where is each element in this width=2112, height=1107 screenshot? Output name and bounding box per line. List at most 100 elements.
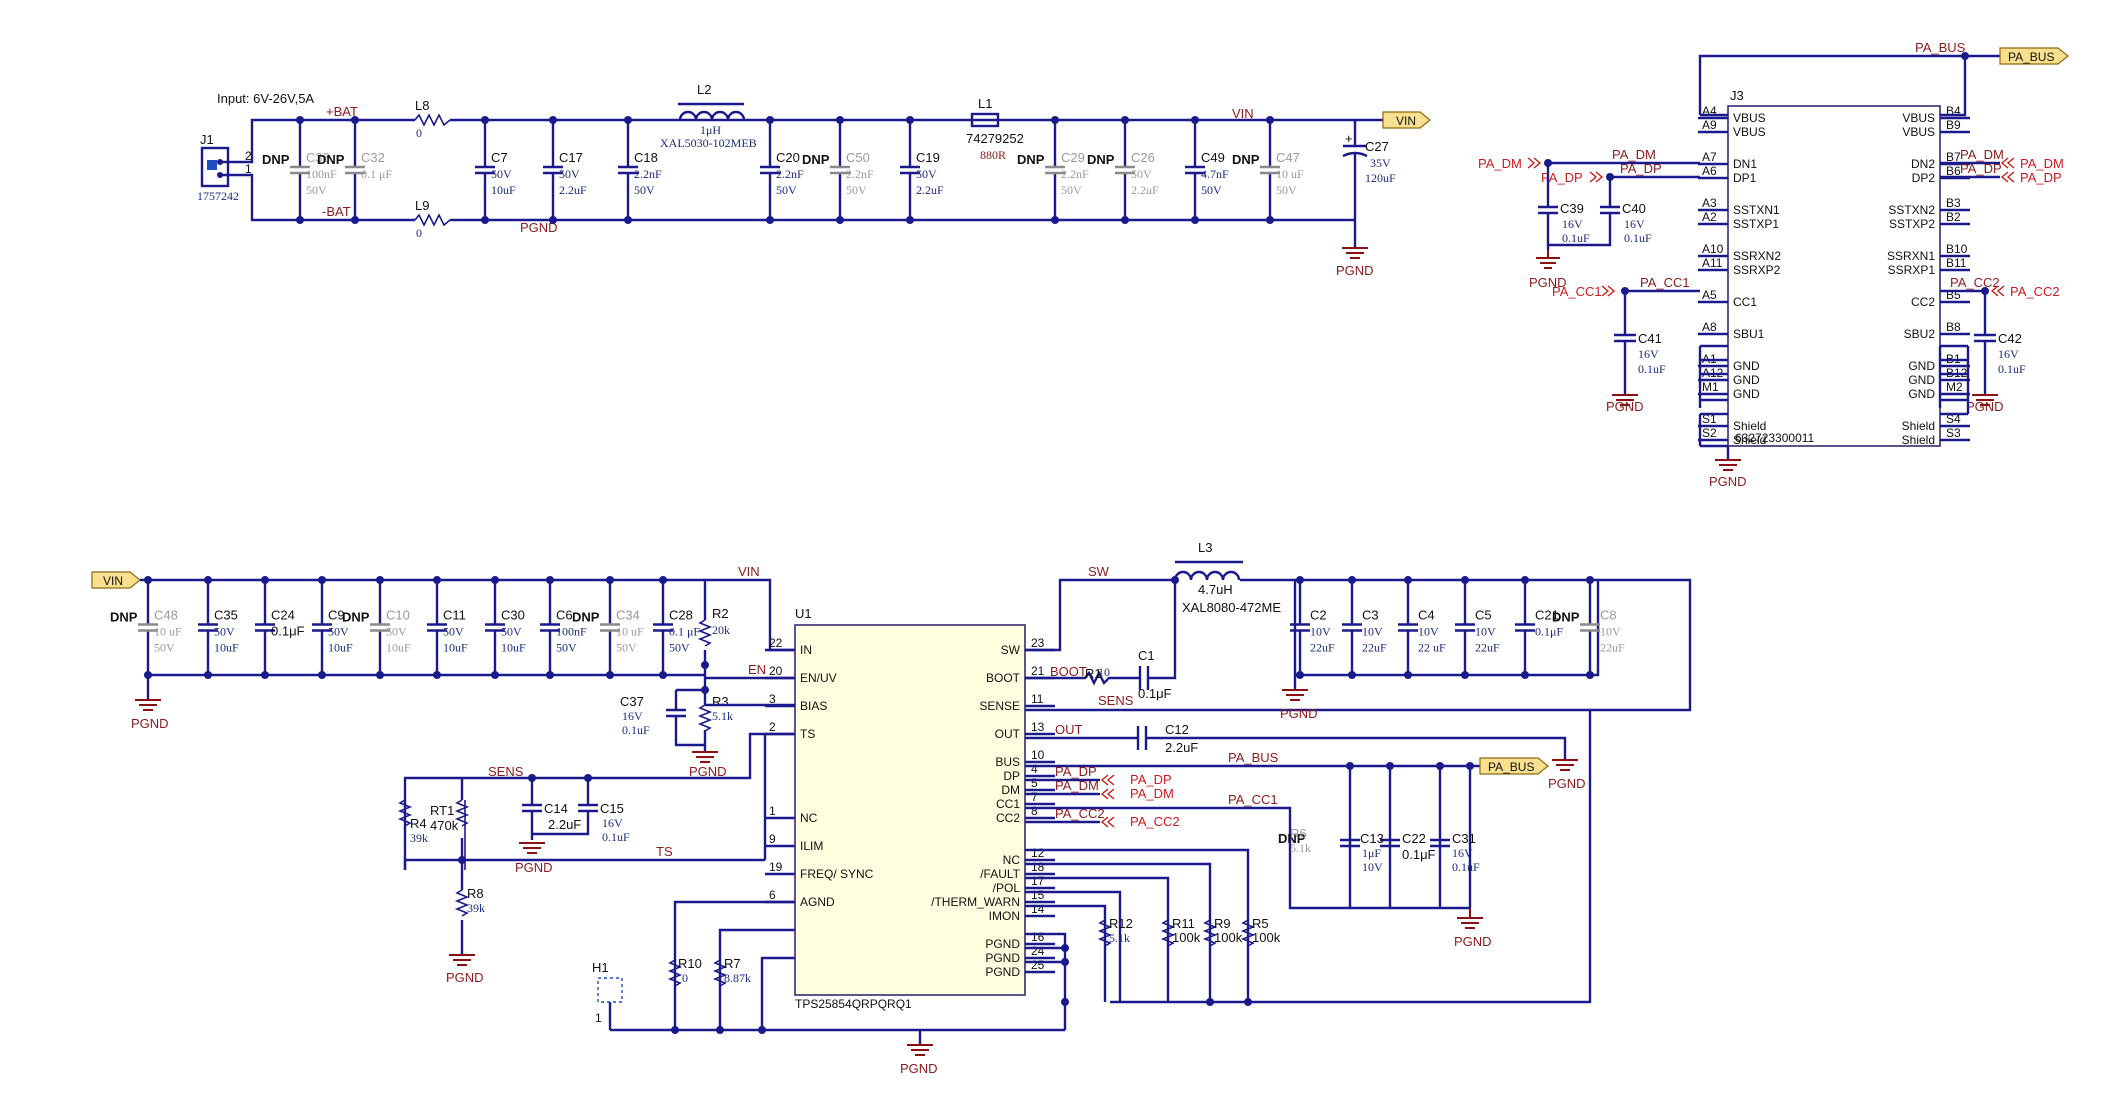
net-label-bat-pos: +BAT (326, 104, 358, 119)
pgnd-label-c41: PGND (1606, 399, 1644, 414)
bus-dot-3 (1436, 762, 1444, 770)
c29-val1: 2.2nF (1061, 167, 1089, 181)
r3-ref: R3 (712, 694, 729, 709)
pgnd-symbol-j3 (1715, 459, 1741, 471)
pin-number: 3 (769, 692, 776, 706)
c32-top-dot (351, 116, 359, 124)
pin-name: TS (800, 727, 815, 741)
output-cap-rails (1293, 580, 1600, 690)
pin-name: GND (1908, 387, 1935, 401)
c19-plates (900, 165, 920, 175)
c34-val1: 10 uF (616, 625, 644, 639)
pa-bus-top-wire (1698, 54, 2000, 117)
agnd-dot-1 (671, 1026, 679, 1034)
c29-bottom-dot (1051, 216, 1059, 224)
c38-bottom-dot (296, 216, 304, 224)
pin-name: GND (1733, 359, 1760, 373)
pgnd-label-en: PGND (689, 764, 727, 779)
c6-top-dot (546, 576, 554, 584)
r5-symbol (1240, 919, 1256, 947)
c32-plates (345, 165, 365, 175)
c41-ref: C41 (1638, 331, 1662, 346)
c34-ref: C34 (616, 608, 640, 623)
l2-inductor-symbol (678, 110, 746, 121)
pin-number: A8 (1702, 320, 1717, 334)
out-label: OUT (1055, 722, 1083, 737)
r5-ref: R5 (1252, 916, 1269, 931)
c21-val1: 0.1μF (1535, 625, 1563, 639)
c9-bottom-dot (318, 671, 326, 679)
pin-number: 19 (769, 860, 783, 874)
c10-top-dot (376, 576, 384, 584)
pin-name: DP2 (1912, 171, 1936, 185)
r5-val: 100k (1252, 930, 1281, 945)
pin-number: 15 (1031, 888, 1045, 902)
c38-ref: C38 (306, 150, 330, 165)
c35-val2: 10uF (214, 641, 239, 655)
pin-name: FREQ/ SYNC (800, 867, 874, 881)
c6-ref: C6 (556, 608, 573, 623)
pin-number: 9 (769, 832, 776, 846)
c26-plates (1115, 165, 1135, 175)
c21-bottom-dot (1521, 671, 1529, 679)
c7-top-dot (481, 116, 489, 124)
c4-val1: 10V (1418, 625, 1439, 639)
c30-top-dot (491, 576, 499, 584)
pa-cc2-port-right: PA_CC2 (2010, 284, 2060, 299)
r2-symbol (697, 619, 713, 647)
c5-bottom-dot (1461, 671, 1469, 679)
pin-number: A3 (1702, 196, 1717, 210)
pin-number: 6 (769, 888, 776, 902)
j3-connector-body (1727, 105, 1941, 447)
c6-val2: 50V (556, 641, 577, 655)
c37-val1: 16V (622, 709, 643, 723)
c5-plates (1455, 623, 1475, 632)
c11-bottom-dot (433, 671, 441, 679)
input-note: Input: 6V-26V,5A (217, 91, 314, 106)
pgnd-label-input-caps: PGND (131, 716, 169, 731)
c17-top-dot (549, 116, 557, 124)
pa-cc1-port-arrow (1601, 285, 1616, 297)
c26-ref: C26 (1131, 150, 1155, 165)
j1-connector-body (200, 146, 230, 188)
l9-val: 0 (416, 226, 422, 240)
vin-flag-left-text: VIN (103, 574, 123, 588)
j3-ref: J3 (1730, 88, 1744, 103)
c47-dnp: DNP (1232, 152, 1260, 167)
rt1-val: 470k (430, 818, 459, 833)
c32-dnp: DNP (317, 152, 345, 167)
j1-wires (220, 118, 300, 222)
c6-val1: 100nF (556, 625, 587, 639)
c20-bottom-dot (766, 216, 774, 224)
c20-val1: 2.2nF (776, 167, 804, 181)
r12-symbol (1097, 919, 1113, 947)
pin-name: GND (1733, 373, 1760, 387)
pin-number: 7 (1031, 790, 1038, 804)
pin-number: A5 (1702, 288, 1717, 302)
c13-ref: C13 (1360, 831, 1384, 846)
c18-val1: 2.2nF (634, 167, 662, 181)
c6-plates (540, 623, 560, 632)
sens-label-left: SENS (488, 764, 524, 779)
c49-bottom-dot (1191, 216, 1199, 224)
pin-number: M1 (1702, 380, 1719, 394)
c19-ref: C19 (916, 150, 940, 165)
c39-val1: 16V (1562, 217, 1583, 231)
net-label-bat-neg: -BAT (322, 204, 351, 219)
l9-ref: L9 (415, 198, 429, 213)
